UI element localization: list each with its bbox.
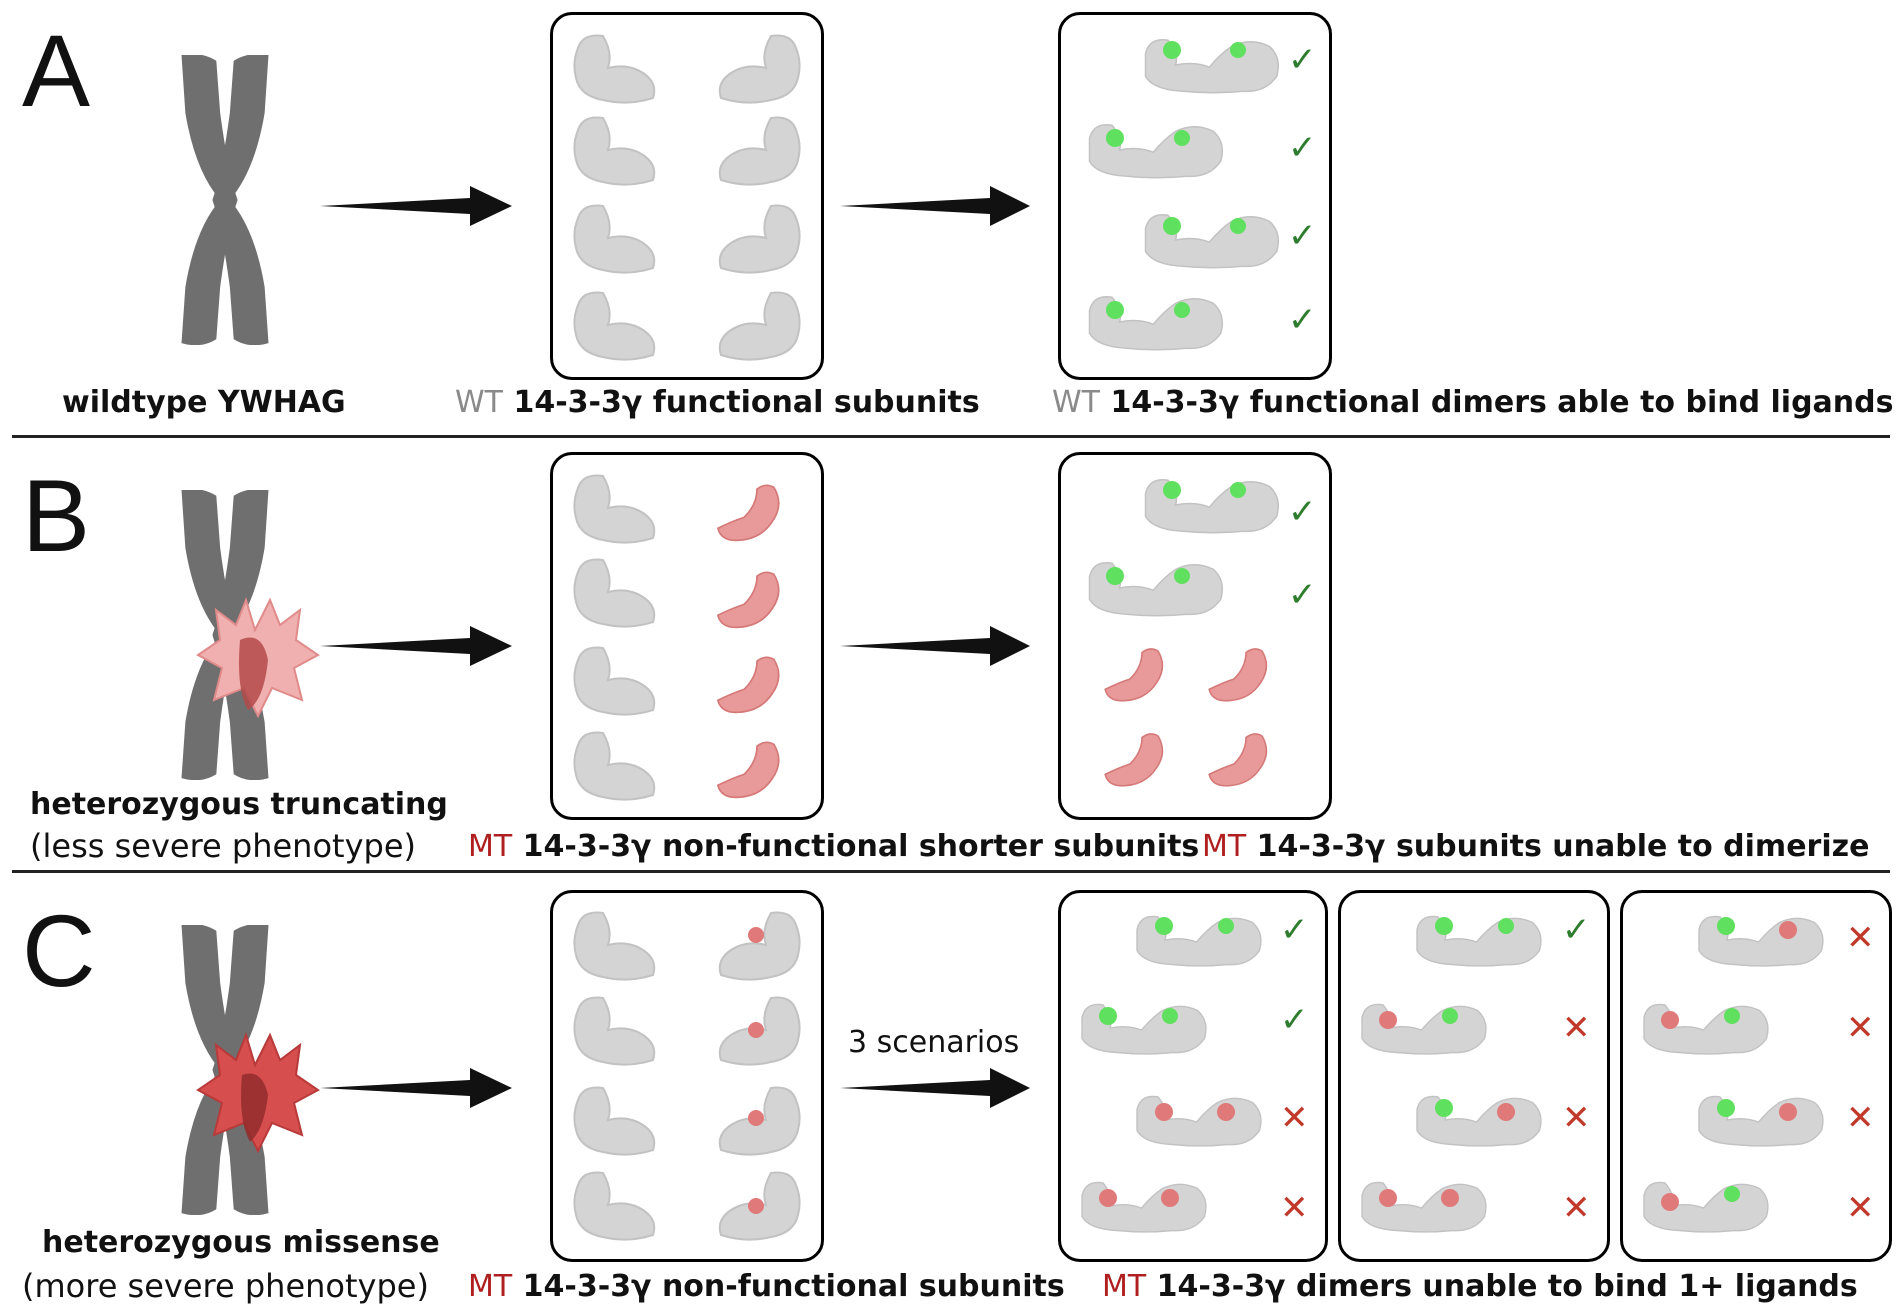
divider-ab xyxy=(12,435,1890,438)
panel-a-letter: A xyxy=(22,14,91,128)
panel-c-phenotype: (more severe phenotype) xyxy=(22,1267,429,1305)
divider-bc xyxy=(12,870,1890,873)
cross-icon: ✕ xyxy=(1846,1098,1875,1138)
mt-tag: MT xyxy=(468,1269,513,1304)
check-icon: ✓ xyxy=(1288,216,1317,256)
caption-text: 14-3-3γ functional subunits xyxy=(503,385,980,420)
wt-tag: WT xyxy=(1052,385,1100,420)
cross-icon: ✕ xyxy=(1280,1098,1309,1138)
cross-icon: ✕ xyxy=(1280,1188,1309,1228)
check-icon: ✓ xyxy=(1562,910,1591,950)
panel-c-caption-subunits: MT 14-3-3γ non-functional subunits xyxy=(468,1272,1065,1302)
caption-text: 14-3-3γ non-functional subunits xyxy=(512,1269,1065,1304)
panel-a-caption-subunits: WT 14-3-3γ functional subunits xyxy=(455,388,980,418)
caption-text: 14-3-3γ subunits unable to dimerize xyxy=(1246,829,1870,864)
panel-c-letter: C xyxy=(22,894,96,1008)
panel-a-caption-dimers: WT 14-3-3γ functional dimers able to bin… xyxy=(1052,388,1894,418)
caption-text: 14-3-3γ functional dimers able to bind l… xyxy=(1100,385,1894,420)
panel-a-gene-label: wildtype YWHAG xyxy=(62,385,346,420)
panel-b-letter: B xyxy=(22,459,91,573)
panel-c-caption-dimers: MT 14-3-3γ dimers unable to bind 1+ liga… xyxy=(1102,1272,1858,1302)
mt-tag: MT xyxy=(468,829,513,864)
check-icon: ✓ xyxy=(1288,575,1317,615)
cross-icon: ✕ xyxy=(1846,918,1875,958)
check-icon: ✓ xyxy=(1288,128,1317,168)
panel-b-gene-label: heterozygous truncating xyxy=(30,787,448,822)
cross-icon: ✕ xyxy=(1562,1008,1591,1048)
panel-b-caption-subunits: MT 14-3-3γ non-functional shorter subuni… xyxy=(468,832,1199,862)
cross-icon: ✕ xyxy=(1562,1098,1591,1138)
cross-icon: ✕ xyxy=(1846,1188,1875,1228)
check-icon: ✓ xyxy=(1288,300,1317,340)
check-icon: ✓ xyxy=(1288,492,1317,532)
panel-b-phenotype: (less severe phenotype) xyxy=(30,827,416,865)
check-icon: ✓ xyxy=(1280,1000,1309,1040)
check-icon: ✓ xyxy=(1288,40,1317,80)
panel-c-arrow-label: 3 scenarios xyxy=(848,1025,1020,1060)
mt-tag: MT xyxy=(1202,829,1247,864)
caption-text: 14-3-3γ dimers unable to bind 1+ ligands xyxy=(1146,1269,1858,1304)
cross-icon: ✕ xyxy=(1846,1008,1875,1048)
cross-icon: ✕ xyxy=(1562,1188,1591,1228)
panel-c-gene-label: heterozygous missense xyxy=(42,1225,440,1260)
wt-tag: WT xyxy=(455,385,503,420)
check-icon: ✓ xyxy=(1280,910,1309,950)
panel-b-caption-dimers: MT 14-3-3γ subunits unable to dimerize xyxy=(1202,832,1869,862)
caption-text: 14-3-3γ non-functional shorter subunits xyxy=(512,829,1200,864)
mt-tag: MT xyxy=(1102,1269,1147,1304)
